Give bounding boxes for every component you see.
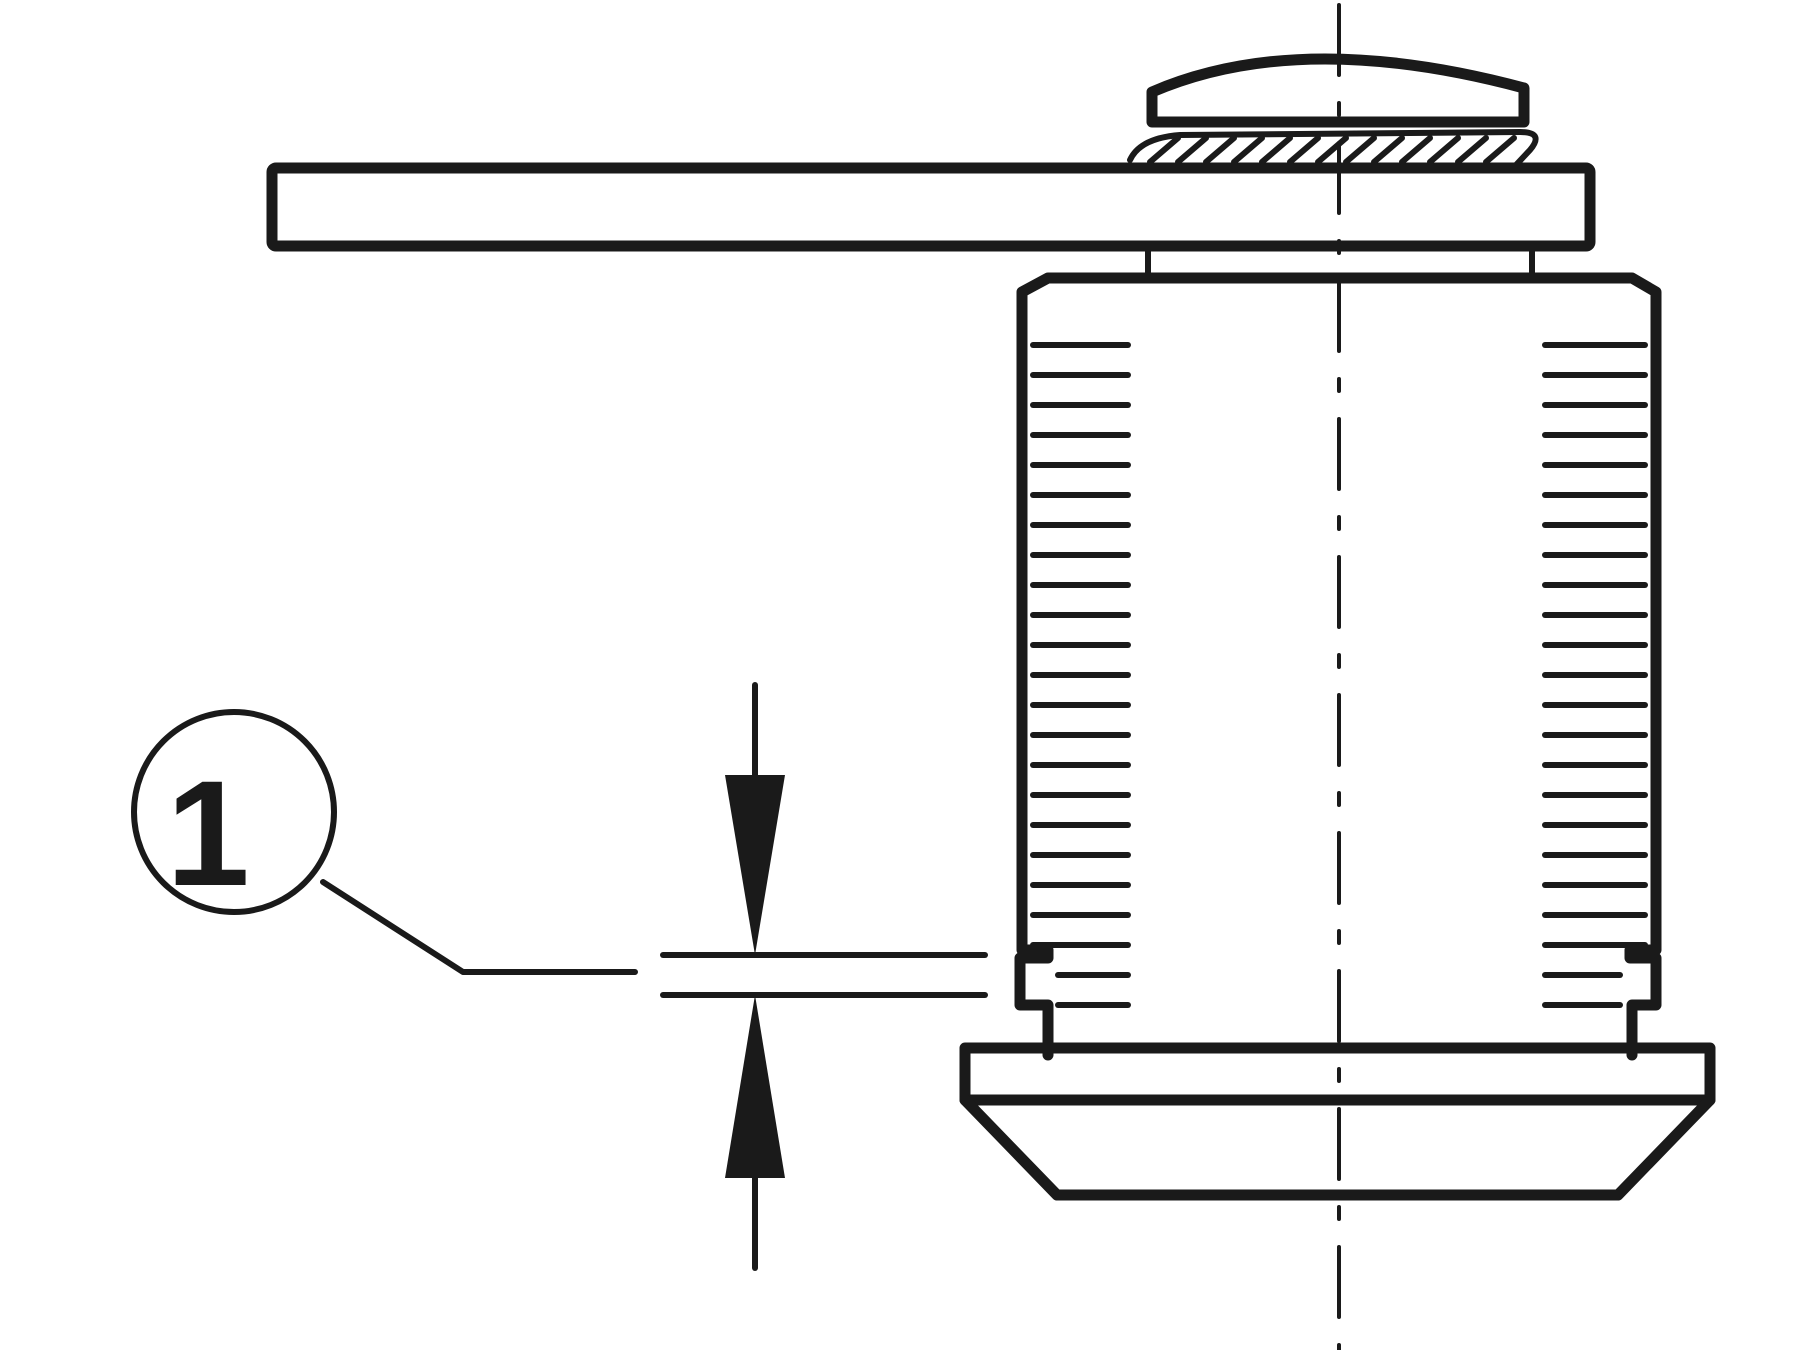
hatch-stroke bbox=[1483, 135, 1517, 165]
hatch-stroke bbox=[1259, 135, 1293, 165]
hatch-stroke bbox=[1287, 135, 1321, 165]
callout-label: 1 bbox=[166, 749, 249, 917]
dimension-arrow-bottom-head bbox=[725, 995, 785, 1178]
thread-lines-right bbox=[1542, 342, 1648, 1008]
hatch-stroke bbox=[1399, 135, 1433, 165]
hatch-stroke bbox=[1315, 135, 1349, 165]
hatch-stroke bbox=[1343, 135, 1377, 165]
callout-leader-line bbox=[320, 879, 638, 975]
threaded-body bbox=[1014, 272, 1662, 1061]
hatch-stroke bbox=[1175, 135, 1209, 165]
hatch-stroke bbox=[1203, 135, 1237, 165]
hatch-stroke bbox=[1147, 135, 1181, 165]
hatch-stroke bbox=[1427, 135, 1461, 165]
flange-top bbox=[959, 1042, 1716, 1106]
thread-lines-left bbox=[1030, 342, 1131, 1008]
washer-hatching bbox=[1127, 129, 1539, 169]
cam-plate bbox=[266, 162, 1596, 252]
callout-circle bbox=[131, 709, 337, 915]
dimension-arrow-top-head bbox=[725, 775, 785, 955]
hatch-stroke bbox=[1371, 135, 1405, 165]
flange-head bbox=[959, 1094, 1716, 1201]
nut-cap bbox=[1146, 53, 1530, 128]
hatch-stroke bbox=[1231, 135, 1265, 165]
callout-1: 1 bbox=[131, 709, 337, 917]
hatch-stroke bbox=[1455, 135, 1489, 165]
